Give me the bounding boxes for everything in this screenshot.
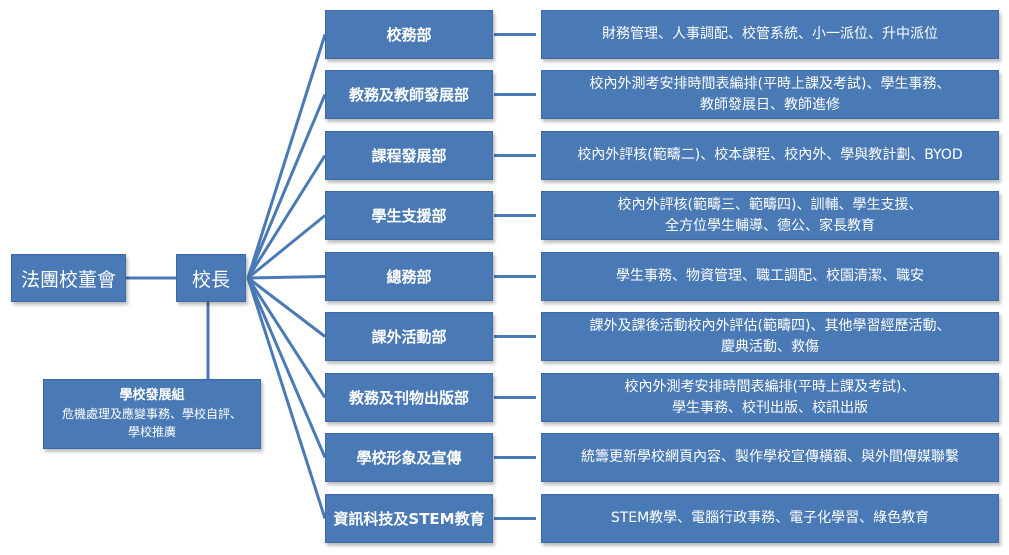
department-duties-line: 校內外測考安排時間表編排(平時上課及考試)、學生事務、 [589, 75, 951, 92]
department-duties-box: 校內外測考安排時間表編排(平時上課及考試)、學生事務、教師發展日、教師進修 [541, 70, 999, 119]
department-duties-line: 教師發展日、教師進修 [700, 96, 840, 113]
principal-label: 校長 [191, 268, 230, 291]
department-box: 教務及教師發展部 [325, 70, 493, 119]
department-duties-box: STEM教學、電腦行政事務、電子化學習、綠色教育 [541, 494, 999, 543]
school-development-group-title: 學校發展組 [119, 388, 185, 403]
principal-department-link [246, 154, 327, 279]
principal-department-link [247, 276, 326, 338]
school-development-group-box: 學校發展組 危機處理及應變事務、學校自評、 學校推廣 [43, 379, 261, 449]
principal-department-link [247, 214, 326, 280]
department-box: 校務部 [325, 10, 493, 59]
department-duties-line: 校內外測考安排時間表編排(平時上課及考試)、 [624, 378, 916, 395]
school-board-label: 法團校董會 [20, 268, 116, 291]
department-box: 資訊科技及STEM教育 [325, 494, 493, 543]
department-box: 學生支援部 [325, 191, 493, 240]
department-duties-box: 校內外測考安排時間表編排(平時上課及考試)、學生事務、校刊出版、校訊出版 [541, 373, 999, 422]
department-duties-box: 校內外評核(範疇三、範疇四)、訓輔、學生支援、全方位學生輔導、德公、家長教育 [541, 191, 999, 240]
department-duties-line: 財務管理、人事調配、校管系統、小一派位、升中派位 [602, 26, 938, 42]
department-duties-line: 校內外評核(範疇二)、校本課程、校內外、學與教計劃、BYOD [577, 147, 963, 163]
department-name: 課外活動部 [371, 328, 447, 346]
department-name: 總務部 [386, 268, 432, 286]
department-name: 學校形象及宣傳 [356, 449, 462, 467]
school-board-box: 法團校董會 [11, 254, 126, 302]
department-duties-line: 學生事務、校刊出版、校訊出版 [672, 399, 868, 416]
department-box: 學校形象及宣傳 [325, 433, 493, 482]
department-name: 資訊科技及STEM教育 [333, 510, 485, 528]
principal-department-link [246, 277, 327, 519]
department-duties-line: 校內外評核(範疇三、範疇四)、訓輔、學生支援、 [617, 196, 923, 213]
school-development-group-line: 學校推廣 [127, 425, 176, 439]
department-duties-line: 學生事務、物資管理、職工調配、校園清潔、職安 [616, 268, 924, 284]
department-duties-line: 統籌更新學校網頁內容、製作學校宣傳橫額、與外間傳媒聯繫 [581, 449, 959, 465]
department-box: 教務及刊物出版部 [325, 373, 493, 422]
department-box: 課外活動部 [325, 312, 493, 361]
principal-box: 校長 [176, 254, 246, 302]
department-box: 課程發展部 [325, 131, 493, 180]
department-box: 總務部 [325, 252, 493, 301]
department-duties-line: 課外及課後活動校內外評估(範疇四)、其他學習經歷活動、 [589, 317, 951, 334]
department-duties-box: 財務管理、人事調配、校管系統、小一派位、升中派位 [541, 10, 999, 59]
department-duties-box: 校內外評核(範疇二)、校本課程、校內外、學與教計劃、BYOD [541, 131, 999, 180]
principal-department-link [246, 93, 327, 279]
department-duties-line: STEM教學、電腦行政事務、電子化學習、綠色教育 [610, 510, 930, 526]
department-duties-box: 學生事務、物資管理、職工調配、校園清潔、職安 [541, 252, 999, 301]
principal-department-link [246, 277, 327, 459]
department-duties-box: 統籌更新學校網頁內容、製作學校宣傳橫額、與外間傳媒聯繫 [541, 433, 999, 482]
department-name: 學生支援部 [371, 207, 447, 225]
principal-department-link [246, 34, 327, 279]
department-duties-line: 慶典活動、救傷 [721, 338, 819, 355]
department-name: 教務及教師發展部 [348, 86, 469, 104]
department-name: 課程發展部 [371, 147, 447, 165]
department-name: 校務部 [386, 26, 432, 44]
department-duties-line: 全方位學生輔導、德公、家長教育 [665, 217, 875, 234]
school-development-group-line: 危機處理及應變事務、學校自評、 [61, 407, 242, 421]
principal-department-link [247, 275, 326, 280]
principal-department-link [246, 277, 327, 399]
department-duties-box: 課外及課後活動校內外評估(範疇四)、其他學習經歷活動、慶典活動、救傷 [541, 312, 999, 361]
department-name: 教務及刊物出版部 [348, 389, 469, 407]
